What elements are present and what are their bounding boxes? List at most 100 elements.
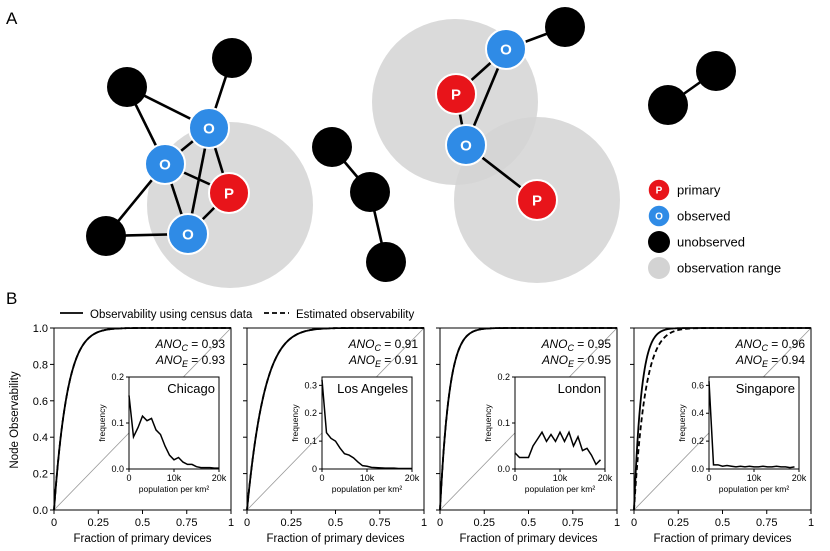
x-tick-label: 1 [421, 517, 427, 529]
ano-census-label: ANOC = 0.96 [734, 337, 805, 353]
inset-y-tick-label: 0.1 [497, 418, 510, 428]
legend-range-marker [648, 257, 670, 279]
inset-y-tick-label: 0.2 [304, 408, 317, 418]
observed-node-letter: O [182, 227, 194, 244]
estimated-observability-line [53, 327, 231, 511]
y-tick-label: 0.8 [33, 359, 48, 371]
ano-census-label: ANOC = 0.95 [540, 337, 611, 353]
inset-y-tick-label: 0.2 [691, 436, 704, 446]
inset-y-tick-label: 0.1 [111, 418, 124, 428]
network-diagram: O O P O O P O P [86, 7, 736, 288]
x-tick-label: 0.75 [369, 517, 390, 529]
primary-node [208, 172, 250, 214]
inset-x-tick-label: 20k [212, 473, 227, 483]
city-label: Chicago [167, 381, 215, 396]
inset-frequency-line [128, 395, 219, 469]
inset-y-tick-label: 0.2 [111, 372, 124, 382]
x-axis-label: Fraction of primary devices [266, 533, 404, 545]
inset-x-tick-label: 10k [553, 473, 568, 483]
observed-node-letter: O [460, 138, 472, 155]
ano-estimated-label: ANOE = 0.95 [541, 353, 611, 369]
x-tick-label: 0 [437, 517, 443, 529]
primary-node-letter: P [451, 87, 461, 104]
observed-node [144, 143, 186, 185]
x-tick-label: 0.75 [562, 517, 583, 529]
observed-node-letter: O [500, 42, 512, 59]
x-axis-label: Fraction of primary devices [459, 533, 597, 545]
x-tick-label: 0.5 [715, 517, 730, 529]
inset-x-tick-label: 20k [405, 473, 420, 483]
x-tick-label: 0.25 [668, 517, 689, 529]
panel-b-legend: Observability using census data Estimate… [60, 309, 414, 321]
panel-a-letter: A [6, 9, 18, 28]
legend-census-label: Observability using census data [90, 309, 253, 321]
inset-frequency-line [514, 430, 602, 466]
legend-observed-label: observed [677, 209, 730, 224]
inset-x-tick-label: 10k [360, 473, 375, 483]
inset-y-label: frequency [483, 404, 493, 442]
inset-x-tick-label: 10k [747, 473, 762, 483]
city-label: Los Angeles [337, 381, 408, 396]
inset-y-tick-label: 0.0 [691, 464, 704, 474]
legend-observed-letter: O [655, 212, 663, 223]
ano-estimated-label: ANOE = 0.91 [348, 353, 418, 369]
x-tick-label: 1 [808, 517, 814, 529]
unobserved-node [312, 127, 352, 167]
x-tick-label: 0.25 [88, 517, 109, 529]
legend-observed-marker [647, 204, 671, 228]
y-axis-label: Node Observability [9, 371, 21, 468]
inset-y-tick-label: 0.2 [497, 372, 510, 382]
inset-y-label: frequency [677, 404, 687, 442]
ano-estimated-label: ANOE = 0.94 [735, 353, 805, 369]
inset-x-tick-label: 0 [126, 473, 131, 483]
city-label: Singapore [736, 381, 795, 396]
observed-node [167, 213, 209, 255]
legend-primary-letter: P [656, 186, 663, 197]
x-tick-label: 1 [228, 517, 234, 529]
x-tick-label: 0.5 [521, 517, 536, 529]
unobserved-node [350, 172, 390, 212]
ano-census-label: ANOC = 0.91 [347, 337, 418, 353]
inset-x-label: population per km² [719, 484, 790, 494]
unobserved-node [107, 67, 147, 107]
x-tick-label: 1 [614, 517, 620, 529]
x-axis-label: Fraction of primary devices [653, 533, 791, 545]
legend-unobserved-label: unobserved [677, 235, 745, 250]
x-tick-label: 0 [51, 517, 57, 529]
legend-primary-label: primary [677, 183, 721, 198]
inset-y-tick-label: 0.0 [497, 464, 510, 474]
inset-y-tick-label: 0.1 [304, 436, 317, 446]
inset-x-tick-label: 20k [598, 473, 613, 483]
y-tick-label: 0.2 [33, 469, 48, 481]
unobserved-node [648, 85, 688, 125]
legend-unobserved-marker [648, 231, 670, 253]
primary-node [435, 73, 477, 115]
x-tick-label: 0.25 [281, 517, 302, 529]
y-tick-label: 0.4 [33, 432, 48, 444]
y-tick-label: 0.0 [33, 505, 48, 517]
observed-node [445, 124, 487, 166]
unobserved-node [545, 7, 585, 47]
x-tick-label: 0 [631, 517, 637, 529]
inset-frame [321, 376, 413, 470]
unobserved-node [86, 216, 126, 256]
unobserved-node [366, 242, 406, 282]
x-axis-label: Fraction of primary devices [73, 533, 211, 545]
primary-node-letter: P [532, 193, 542, 210]
estimated-observability-line [439, 327, 617, 511]
inset-y-label: frequency [290, 404, 300, 442]
inset-y-tick-label: 0.6 [691, 380, 704, 390]
estimated-observability-line [633, 327, 811, 511]
inset-x-tick-label: 0 [319, 473, 324, 483]
legend-estimated-label: Estimated observability [296, 309, 414, 321]
estimated-observability-line [246, 327, 424, 511]
inset-y-tick-label: 0 [312, 464, 317, 474]
inset-x-tick-label: 0 [706, 473, 711, 483]
x-tick-label: 0.25 [474, 517, 495, 529]
observed-node-letter: O [203, 121, 215, 138]
